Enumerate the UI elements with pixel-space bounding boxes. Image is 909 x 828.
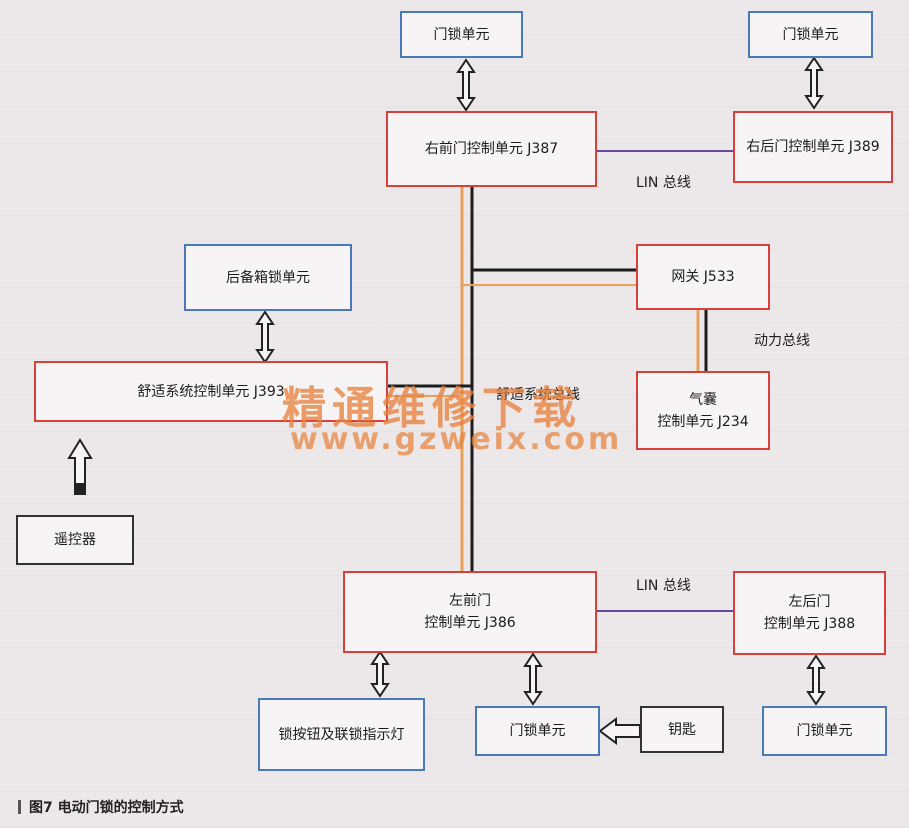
lin-bus-label-bottom: LIN 总线	[636, 578, 691, 594]
lin-bus-label-top: LIN 总线	[636, 175, 691, 191]
arrow-lf-lock	[523, 652, 543, 706]
caption-text: 图7 电动门锁的控制方式	[29, 800, 184, 816]
gateway-j533: 网关 J533	[636, 244, 770, 310]
watermark-text: 精通维修下载	[282, 383, 582, 434]
arrow-remote	[67, 438, 93, 495]
left-rear-door-control-unit: 左后门 控制单元 J388	[733, 571, 886, 655]
door-lock-unit-left-front: 门锁单元	[475, 706, 600, 756]
caption-marker	[18, 800, 21, 814]
right-front-door-control-unit: 右前门控制单元 J387	[386, 111, 597, 187]
arrow-trunk	[255, 310, 275, 364]
watermark-url: www.gzweix.com	[290, 422, 623, 457]
arrow-rr-lock	[804, 56, 824, 110]
arrow-lr-lock	[806, 654, 826, 706]
door-lock-unit-left-rear: 门锁单元	[762, 706, 887, 756]
lock-button-and-indicator: 锁按钮及联锁指示灯	[258, 698, 425, 771]
door-lock-unit-right-front: 门锁单元	[400, 11, 523, 58]
right-rear-door-control-unit: 右后门控制单元 J389	[733, 111, 893, 183]
left-front-door-control-unit: 左前门 控制单元 J386	[343, 571, 597, 653]
figure-caption: 图7 电动门锁的控制方式	[18, 797, 184, 817]
remote-control: 遥控器	[16, 515, 134, 565]
arrow-lf-button	[370, 650, 390, 698]
door-lock-unit-right-rear: 门锁单元	[748, 11, 873, 58]
arrow-rf-lock	[456, 58, 476, 112]
comfort-system-control-unit: 舒适系统控制单元 J393	[34, 361, 388, 422]
airbag-control-unit: 气囊 控制单元 J234	[636, 371, 770, 450]
trunk-lock-unit: 后备箱锁单元	[184, 244, 352, 311]
arrow-key	[598, 717, 641, 745]
power-bus-label: 动力总线	[754, 333, 810, 349]
key: 钥匙	[640, 706, 724, 753]
comfort-bus-label: 舒适系统总线	[496, 387, 580, 403]
